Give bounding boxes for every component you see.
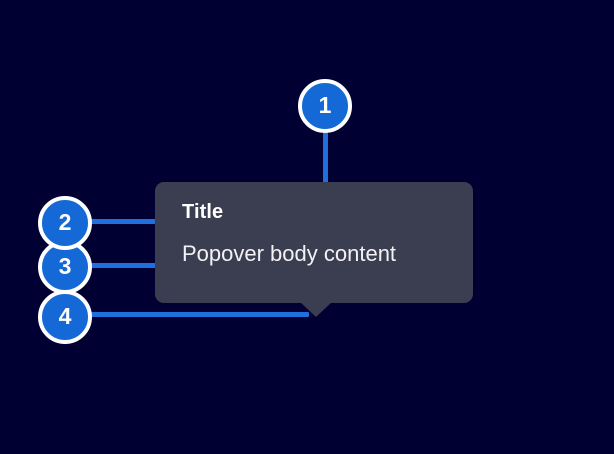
callout-badge-3-label: 3: [58, 252, 72, 279]
callout-line-3: [88, 263, 177, 268]
callout-badge-1: 1: [298, 79, 352, 133]
callout-badge-4: 4: [38, 290, 92, 344]
callout-badge-1-label: 1: [318, 91, 332, 118]
callout-line-4: [88, 312, 309, 317]
popover-container: Title Popover body content: [155, 182, 473, 303]
callout-badge-2-label: 2: [58, 208, 72, 235]
popover-arrow: [300, 302, 332, 317]
popover-body: Popover body content: [182, 241, 397, 266]
popover-title: Title: [182, 201, 224, 223]
callout-line-2: [88, 219, 174, 224]
callout-badge-4-label: 4: [58, 302, 72, 329]
callout-badge-2: 2: [38, 196, 92, 250]
callout-line-1: [323, 131, 328, 201]
